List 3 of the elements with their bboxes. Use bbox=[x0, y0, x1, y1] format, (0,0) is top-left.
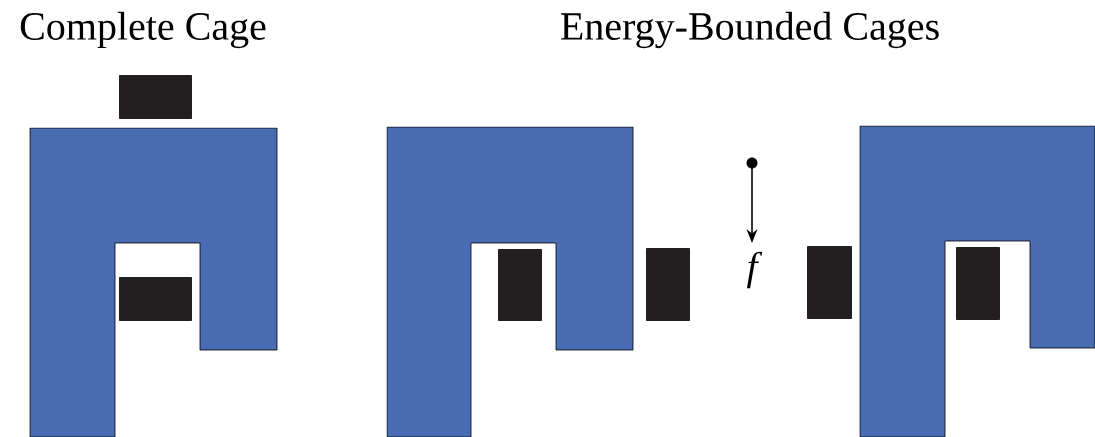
heading: Complete Cage bbox=[20, 11, 266, 49]
force-label: f bbox=[746, 251, 763, 289]
heading: Energy-Bounded Cages bbox=[561, 11, 939, 49]
